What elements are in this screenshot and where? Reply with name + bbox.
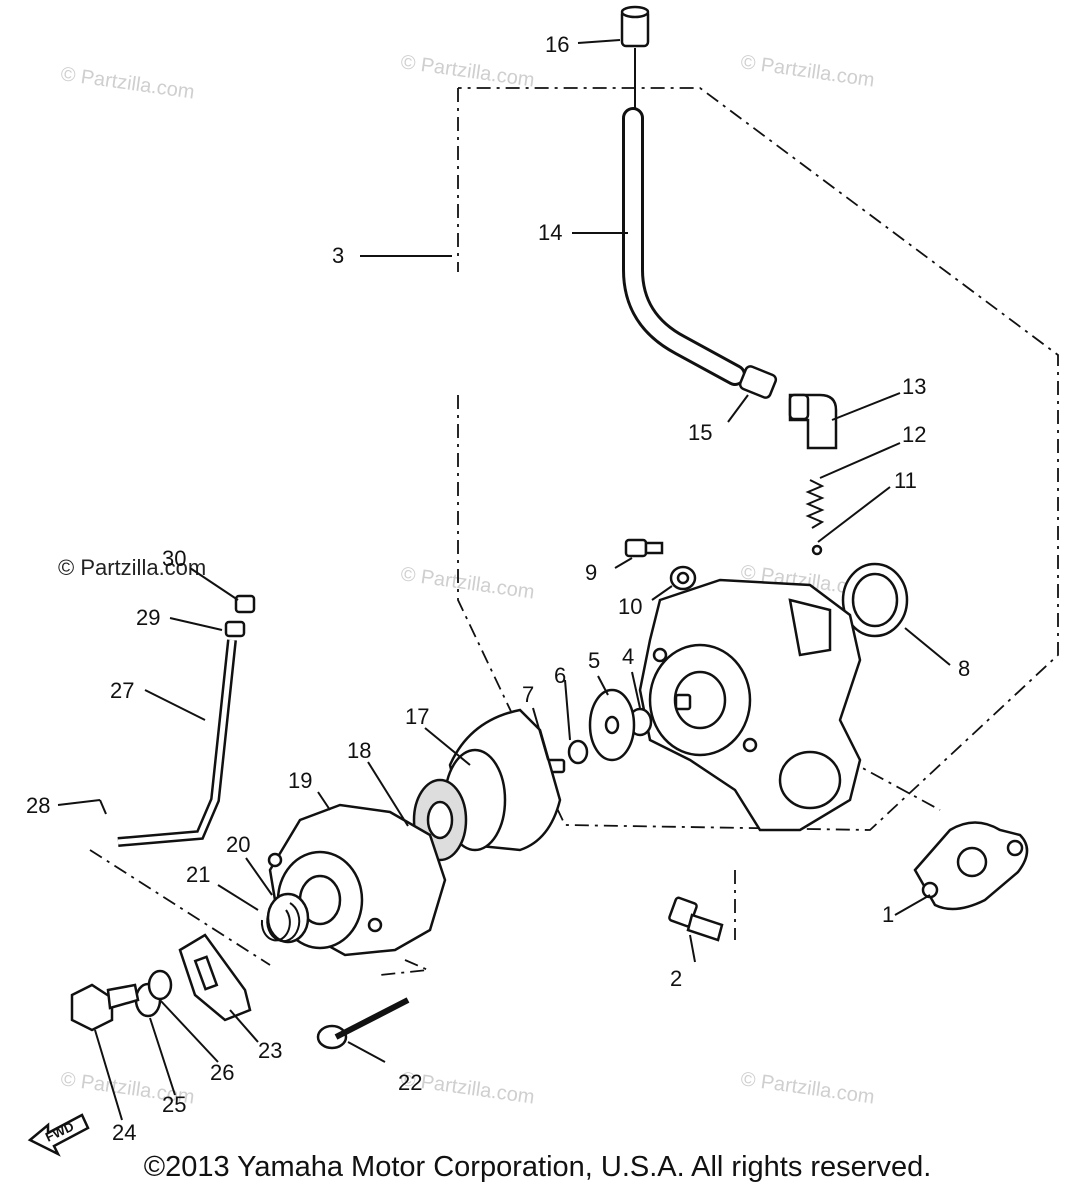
part-28-pin: [99, 799, 107, 815]
fwd-arrow-icon: FWD: [27, 1113, 90, 1157]
callout-14: 14: [538, 220, 562, 245]
callout-27: 27: [110, 678, 134, 703]
part-22-screw: [316, 997, 410, 1050]
part-24-bolt: [70, 983, 140, 1032]
copyright-notice: ©2013 Yamaha Motor Corporation, U.S.A. A…: [143, 1151, 932, 1183]
callout-17: 17: [405, 704, 429, 729]
callout-18: 18: [347, 738, 371, 763]
part-2-bolt: [668, 896, 724, 942]
watermark: © Partzilla.com: [739, 51, 876, 92]
callout-26: 26: [210, 1060, 234, 1085]
watermark: © Partzilla.com: [399, 563, 536, 604]
callout-15: 15: [688, 420, 712, 445]
part-8-seal: [841, 562, 909, 638]
part-12-spring: [805, 479, 825, 529]
callout-7: 7: [522, 682, 534, 707]
callout-9: 9: [585, 560, 597, 585]
watermark: © Partzilla.com: [399, 51, 536, 92]
part-21-ring: [260, 902, 301, 943]
callout-22: 22: [398, 1070, 422, 1095]
callouts: 1 2 3 4 5 6 7 8 9 10 11 12 13 14 15 16 1…: [26, 32, 970, 1145]
callout-10: 10: [618, 594, 642, 619]
callout-30: 30: [162, 546, 186, 571]
part-19-body: [267, 803, 447, 957]
part-9-screw: [624, 538, 664, 558]
part-27-rod: [117, 639, 237, 847]
callout-12: 12: [902, 422, 926, 447]
callout-25: 25: [162, 1092, 186, 1117]
callout-28: 28: [26, 793, 50, 818]
part-30-nut: [234, 594, 256, 614]
leader-lines: [57, 39, 951, 1121]
callout-4: 4: [622, 644, 634, 669]
watermark: © Partzilla.com: [58, 555, 206, 580]
callout-20: 20: [226, 832, 250, 857]
callout-2: 2: [670, 966, 682, 991]
callout-19: 19: [288, 768, 312, 793]
part-6-washer: [567, 739, 589, 765]
part-10-washer: [669, 565, 697, 591]
part-1-gasket: [913, 821, 1029, 911]
part-16-cap: [620, 5, 650, 112]
callout-5: 5: [588, 648, 600, 673]
part-14-hose: [622, 107, 746, 386]
watermark: © Partzilla.com: [59, 63, 196, 104]
part-15-joint: [738, 365, 778, 399]
part-17-cover: [443, 708, 562, 852]
part-20-seal: [266, 892, 310, 944]
callout-6: 6: [554, 663, 566, 688]
watermark: © Partzilla.com: [739, 1068, 876, 1109]
callout-3: 3: [332, 243, 344, 268]
callout-11: 11: [894, 468, 917, 493]
callout-23: 23: [258, 1038, 282, 1063]
callout-1: 1: [882, 902, 894, 927]
callout-29: 29: [136, 605, 160, 630]
part-26-washer: [147, 969, 173, 1001]
part-5-disc: [588, 688, 636, 762]
part-11-ball: [811, 544, 823, 556]
part-29-nut: [224, 620, 246, 638]
part-13-elbow: [788, 393, 838, 450]
callout-21: 21: [186, 862, 210, 887]
pump-housing: [638, 578, 862, 832]
callout-8: 8: [958, 656, 970, 681]
callout-16: 16: [545, 32, 569, 57]
part-23-plate: [178, 933, 252, 1022]
callout-13: 13: [902, 374, 926, 399]
callout-24: 24: [112, 1120, 136, 1145]
